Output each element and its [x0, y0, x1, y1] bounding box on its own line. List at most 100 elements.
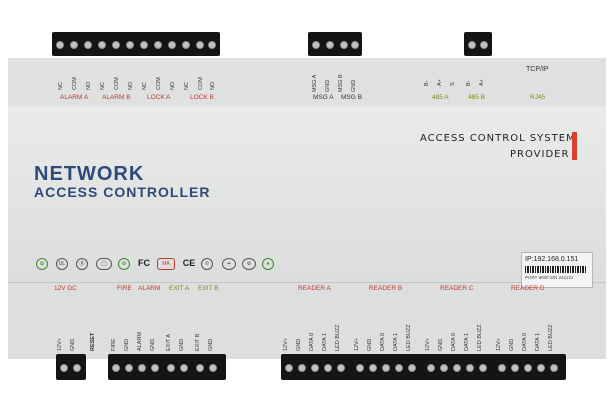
group-label-msg-b: MSG B	[341, 94, 362, 101]
ip-address-text: IP:192.168.0.151	[525, 256, 579, 263]
screw-icon	[138, 364, 146, 372]
eco-icon: ✿	[36, 258, 48, 270]
pin-label: ALARM	[137, 332, 143, 351]
group-label-alarm: ALARM	[138, 285, 161, 292]
screw-icon	[70, 41, 78, 49]
screw-icon	[324, 364, 332, 372]
pin-label: 12V+	[425, 338, 431, 351]
pin-label: NO	[170, 81, 176, 90]
screw-icon	[298, 364, 306, 372]
pin-label: DATA 1	[535, 332, 541, 351]
group-label-fire: FIRE	[117, 285, 132, 292]
pin-label: NO	[210, 81, 216, 90]
group-label-msg-a: MSG A	[313, 94, 334, 101]
screw-icon	[126, 41, 134, 49]
screw-icon	[480, 41, 488, 49]
rohs2-icon: ◯	[96, 258, 112, 270]
screw-icon	[440, 364, 448, 372]
pin-label: RESET	[90, 332, 96, 351]
pin-label: NC	[184, 82, 190, 90]
screw-icon	[73, 364, 81, 372]
screw-icon	[537, 364, 545, 372]
pin-label: MSG B	[338, 74, 344, 92]
screw-icon	[337, 364, 345, 372]
pin-label: DATA 1	[322, 332, 328, 351]
screw-icon	[285, 364, 293, 372]
screw-icon	[60, 364, 68, 372]
group-label-lock-a: LOCK A	[147, 94, 171, 101]
pin-label: 12V+	[57, 338, 63, 351]
leaf-icon: ❧	[222, 258, 236, 270]
bottom-terminal-band	[8, 282, 606, 359]
pin-label: GND	[208, 338, 214, 351]
screw-icon	[550, 364, 558, 372]
screw-icon	[498, 364, 506, 372]
group-label-reader-a: READER A	[298, 285, 331, 292]
screw-icon	[182, 41, 190, 49]
screw-icon	[151, 364, 159, 372]
bottom-terminal-block-inputs	[108, 354, 226, 380]
pin-label: NO	[128, 81, 134, 90]
rohs-icon: Ⓡ	[76, 258, 88, 270]
ul-icon: UL	[56, 258, 68, 270]
pin-label: B-	[466, 80, 472, 87]
pin-label: A+	[479, 79, 485, 86]
screw-icon	[112, 41, 120, 49]
pin-label: GND	[325, 79, 331, 92]
screw-icon	[112, 364, 120, 372]
group-label-12v-dc: 12V DC	[54, 285, 77, 292]
pin-label: DATA 0	[451, 332, 457, 351]
group-label-rj45: RJ45	[530, 94, 546, 101]
screw-icon	[180, 364, 188, 372]
tcpip-label: TCP/IP	[526, 66, 549, 73]
group-label-reader-b: READER B	[369, 285, 403, 292]
screw-icon	[524, 364, 532, 372]
screw-icon	[209, 364, 217, 372]
pin-label: FIRE	[111, 338, 117, 351]
screw-icon	[168, 41, 176, 49]
pin-label: EXIT A	[166, 333, 172, 351]
pin-label: GND	[438, 338, 444, 351]
screw-icon	[382, 364, 390, 372]
serial-text: PORT 8000 S/N 241131	[525, 275, 574, 280]
ce-icon: CE	[182, 258, 196, 268]
screw-icon	[466, 364, 474, 372]
screw-icon	[311, 364, 319, 372]
pin-label: NC	[100, 82, 106, 90]
screw-icon	[140, 41, 148, 49]
group-label-485-b: 485 B	[468, 94, 485, 101]
group-label-reader-d: READER D	[511, 285, 545, 292]
product-title: NETWORK	[34, 163, 145, 185]
pin-label: 12V+	[496, 338, 502, 351]
pin-label: COM	[114, 77, 120, 90]
screw-icon	[84, 41, 92, 49]
screw-icon	[326, 41, 334, 49]
pin-label: EXIT B	[195, 333, 201, 351]
pin-label: GND	[124, 338, 130, 351]
top-terminal-block-relays	[52, 32, 220, 56]
pin-label: 12V+	[354, 338, 360, 351]
screw-icon	[196, 41, 204, 49]
pin-label: LED BUZZ	[406, 324, 412, 351]
pin-label: GND	[70, 338, 76, 351]
group-label-alarm-b: ALARM B	[102, 94, 131, 101]
pin-label: LED BUZZ	[477, 324, 483, 351]
pin-label: DATA 0	[309, 332, 315, 351]
pin-label: GND	[367, 338, 373, 351]
screw-icon	[369, 364, 377, 372]
brand-accent-bar	[572, 132, 577, 160]
pin-label: B-	[424, 80, 430, 87]
screw-icon	[167, 364, 175, 372]
bottom-terminal-block-power	[56, 354, 86, 380]
screw-icon	[453, 364, 461, 372]
pin-label: DATA 1	[464, 332, 470, 351]
screw-icon	[98, 41, 106, 49]
top-terminal-band	[8, 58, 606, 107]
group-label-485-a: 485 A	[432, 94, 449, 101]
system-label: ACCESS CONTROL SYSTEM	[420, 133, 576, 144]
pin-label: 12V+	[283, 338, 289, 351]
screw-icon	[312, 41, 320, 49]
pin-label: GND	[179, 338, 185, 351]
pin-label: MSG A	[312, 74, 318, 92]
pin-label: NC	[142, 82, 148, 90]
